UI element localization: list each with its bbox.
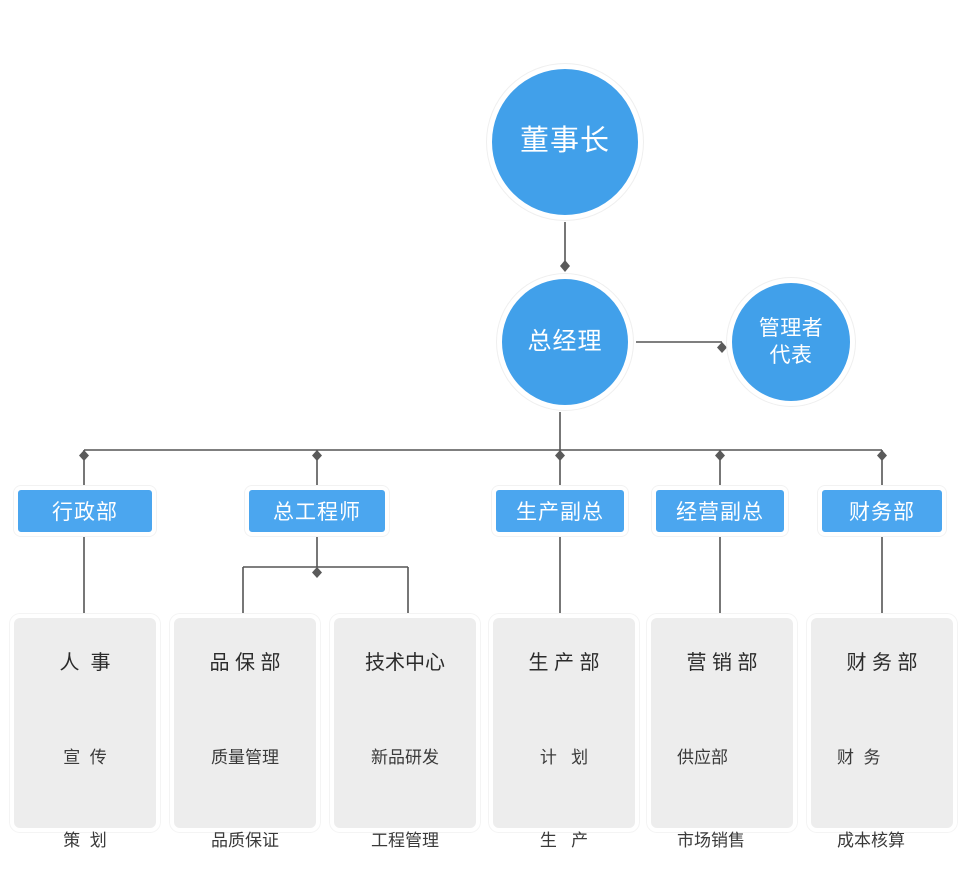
leaf-items-tech-center: 新品研发 工程管理 技术分析 bbox=[334, 689, 476, 887]
node-management-representative-label: 管理者 代表 bbox=[759, 315, 824, 370]
division-pill-chief-eng[interactable]: 总工程师 bbox=[245, 486, 389, 536]
leaf-box-tech-center[interactable]: 技术中心 新品研发 工程管理 技术分析 bbox=[330, 614, 480, 850]
division-pill-ops-vp[interactable]: 经营副总 bbox=[652, 486, 788, 536]
division-pill-admin-label: 行政部 bbox=[52, 501, 118, 524]
leaf-items-hr: 宣 传 策 划 外 事 bbox=[14, 689, 156, 887]
node-chairman[interactable]: 董事长 bbox=[487, 64, 643, 220]
leaf-box-qa[interactable]: 品 保 部 质量管理 品质保证 检 验 bbox=[170, 614, 320, 850]
leaf-title-qa: 品 保 部 bbox=[209, 652, 281, 674]
list-item: 策 划 bbox=[63, 830, 107, 850]
division-pill-chief-eng-label: 总工程师 bbox=[273, 501, 361, 524]
mgmt-rep-line-2: 代表 bbox=[769, 344, 813, 367]
node-general-manager[interactable]: 总经理 bbox=[497, 274, 633, 410]
list-item: 财 务 bbox=[837, 748, 881, 768]
leaf-box-finance[interactable]: 财 务 部 财 务 成本核算 bbox=[807, 614, 957, 850]
division-pill-ops-vp-label: 经营副总 bbox=[676, 501, 764, 524]
list-item: 生 产 bbox=[539, 830, 589, 850]
leaf-title-finance: 财 务 部 bbox=[846, 652, 918, 674]
list-item: 市场销售 bbox=[677, 830, 745, 850]
division-pill-finance-dep-label: 财务部 bbox=[849, 501, 915, 524]
node-chairman-label: 董事长 bbox=[519, 125, 610, 158]
leaf-items-marketing: 供应部 市场销售 售后服务 材料供应 仓 库 bbox=[651, 689, 793, 887]
list-item: 计 划 bbox=[539, 748, 589, 768]
list-item: 宣 传 bbox=[63, 748, 107, 768]
leaf-title-hr: 人 事 bbox=[59, 652, 111, 674]
leaf-items-finance: 财 务 成本核算 bbox=[811, 689, 953, 887]
list-item: 供应部 bbox=[677, 748, 728, 768]
leaf-box-production[interactable]: 生 产 部 计 划 生 产 调 度 设 备 bbox=[489, 614, 639, 850]
leaf-items-qa: 质量管理 品质保证 检 验 bbox=[174, 689, 316, 887]
node-general-manager-label: 总经理 bbox=[527, 328, 603, 356]
list-item: 成本核算 bbox=[837, 830, 905, 850]
leaf-title-production: 生 产 部 bbox=[528, 652, 600, 674]
list-item: 新品研发 bbox=[371, 748, 439, 768]
division-pill-finance-dep[interactable]: 财务部 bbox=[818, 486, 946, 536]
mgmt-rep-line-1: 管理者 bbox=[758, 316, 824, 340]
division-pill-prod-vp-label: 生产副总 bbox=[516, 501, 604, 524]
list-item: 工程管理 bbox=[371, 830, 439, 850]
division-pill-admin[interactable]: 行政部 bbox=[14, 486, 156, 536]
leaf-items-production: 计 划 生 产 调 度 设 备 bbox=[493, 689, 635, 887]
leaf-title-tech-center: 技术中心 bbox=[365, 652, 445, 674]
list-item: 品质保证 bbox=[211, 830, 279, 850]
division-pill-prod-vp[interactable]: 生产副总 bbox=[492, 486, 628, 536]
leaf-box-marketing[interactable]: 营 销 部 供应部 市场销售 售后服务 材料供应 仓 库 bbox=[647, 614, 797, 850]
leaf-box-hr[interactable]: 人 事 宣 传 策 划 外 事 bbox=[10, 614, 160, 850]
node-management-representative[interactable]: 管理者 代表 bbox=[727, 278, 855, 406]
leaf-title-marketing: 营 销 部 bbox=[686, 652, 758, 674]
list-item: 质量管理 bbox=[211, 748, 279, 768]
